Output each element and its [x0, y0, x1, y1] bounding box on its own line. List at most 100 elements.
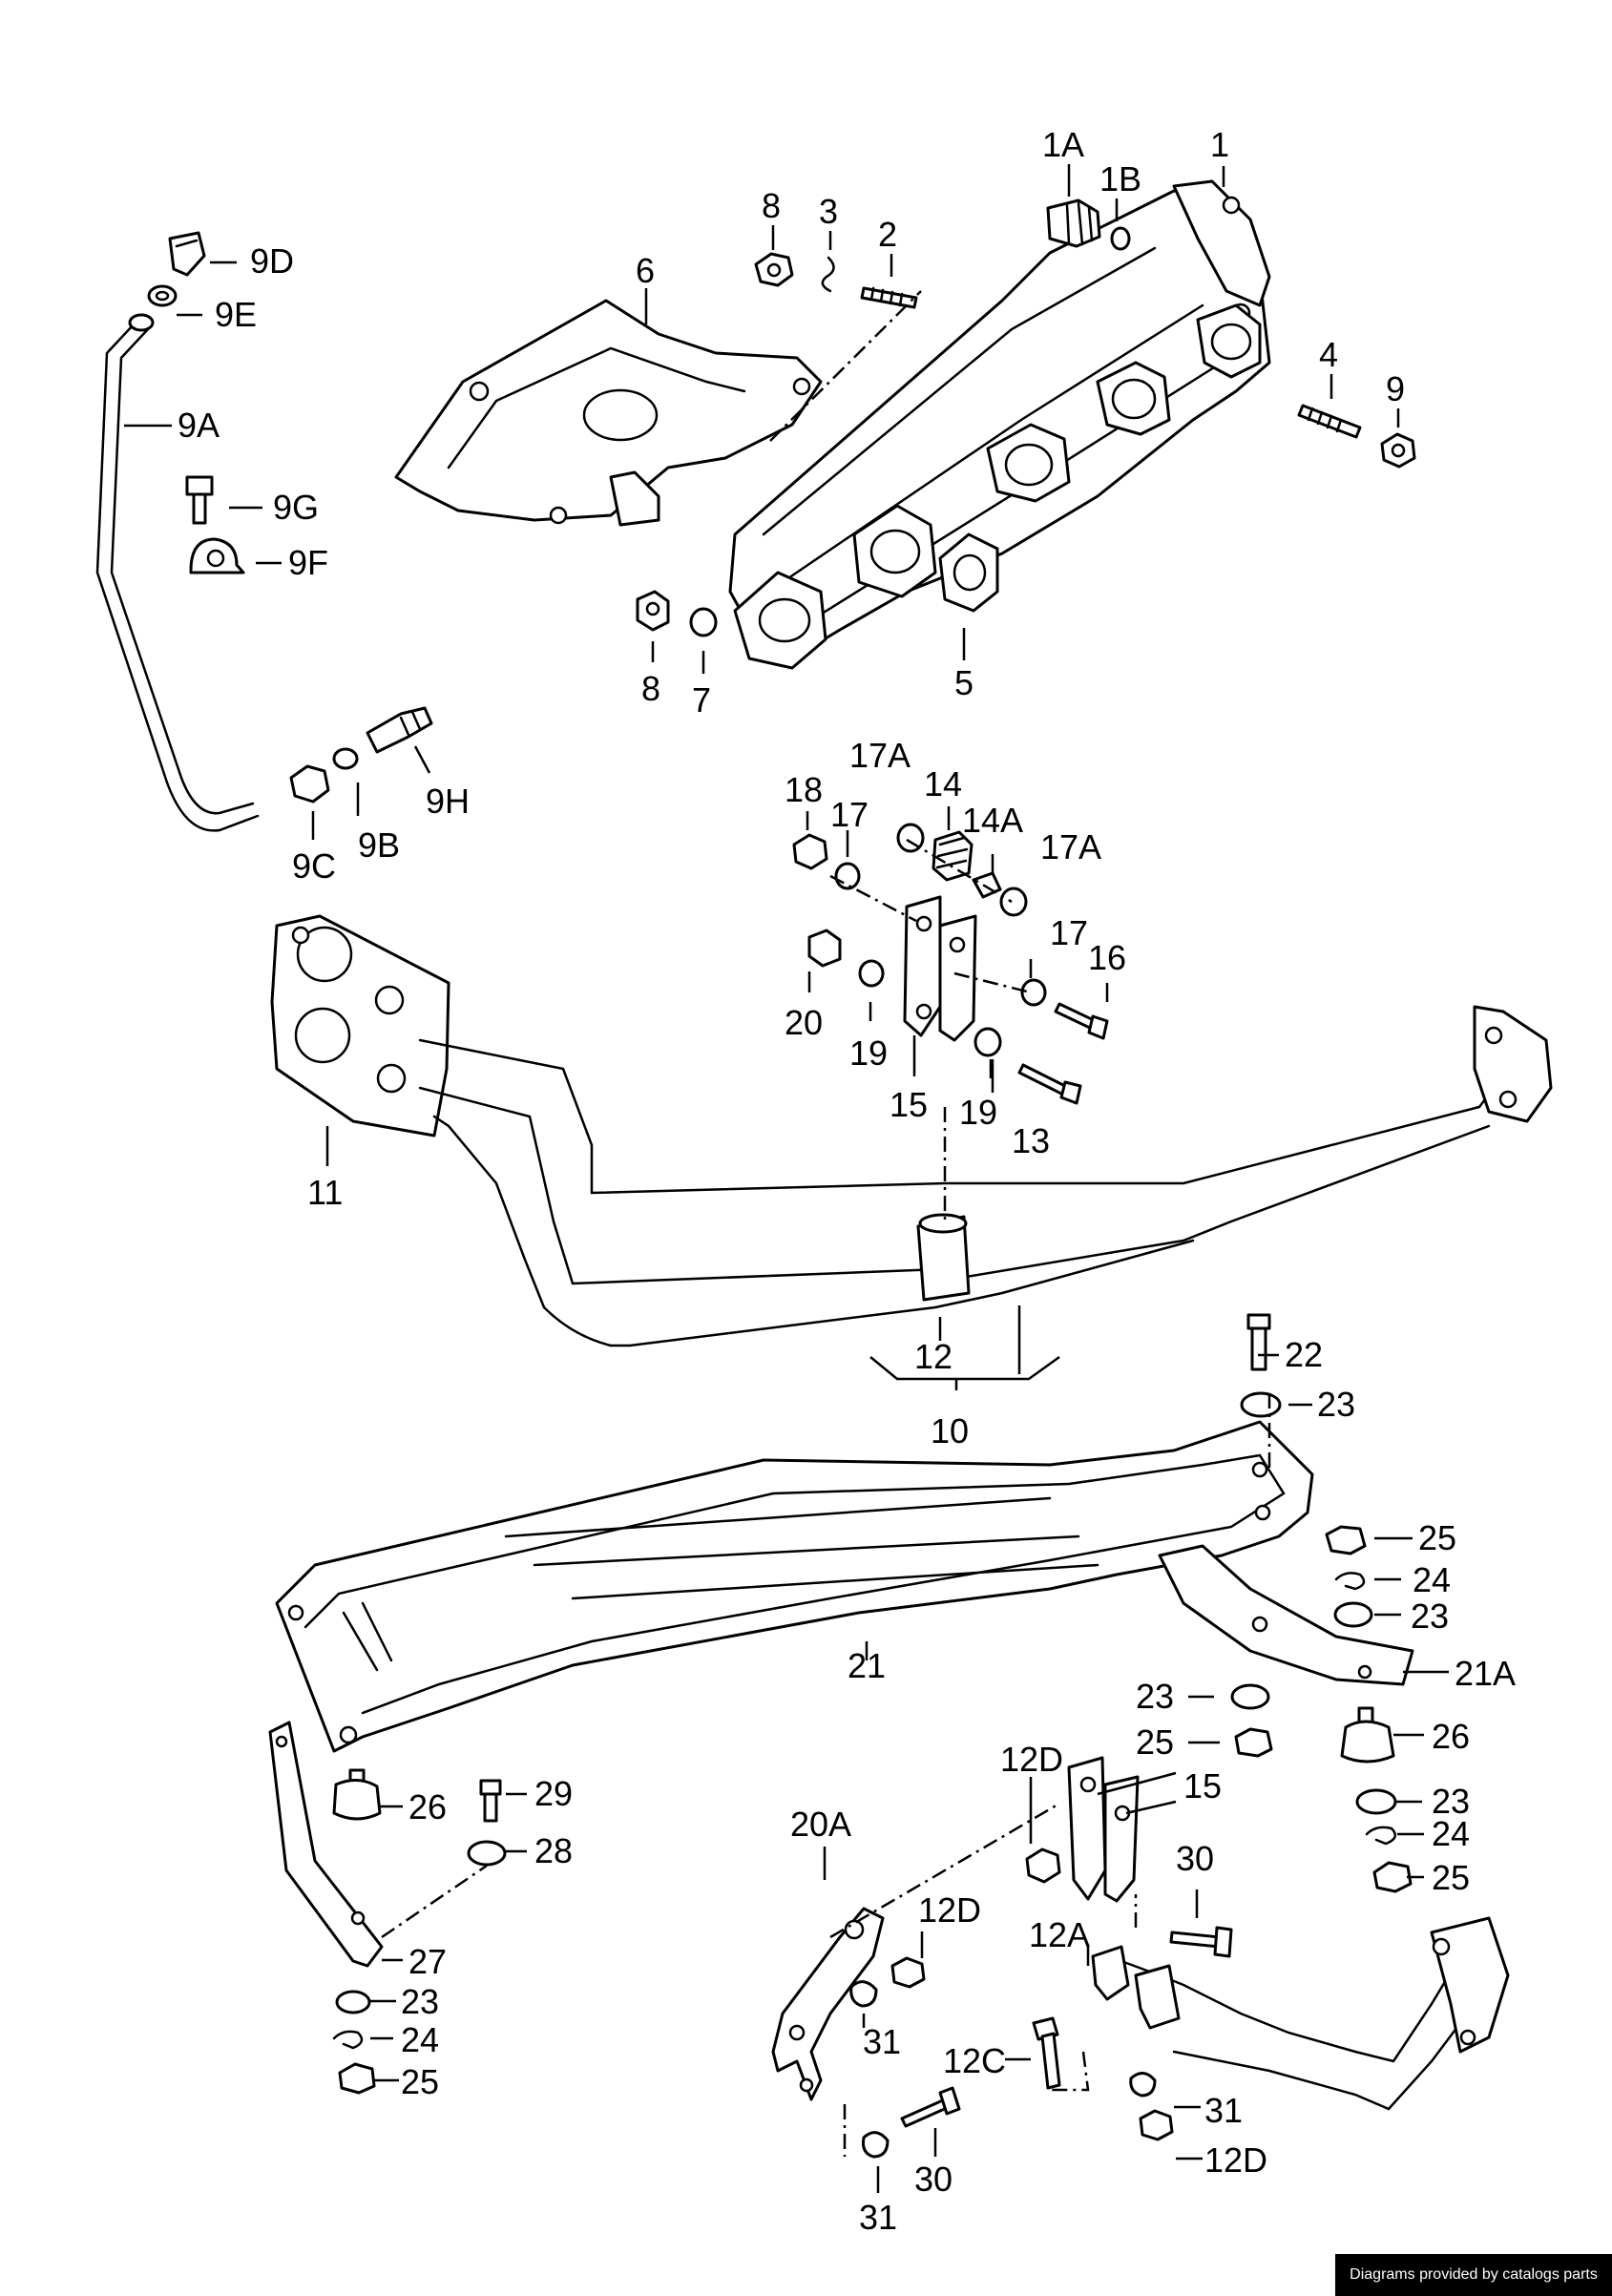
bracket-part-15-top	[903, 895, 977, 1042]
label-31-c: 31	[859, 2198, 897, 2237]
spring-washer-part-31-c	[862, 2131, 890, 2159]
label-22: 22	[1285, 1335, 1323, 1374]
label-19-right: 19	[959, 1093, 997, 1132]
nut-part-8-top	[754, 252, 794, 287]
intermediate-pipe-part-12A	[1091, 1916, 1510, 2111]
label-15-top: 15	[890, 1085, 928, 1124]
clip-part-9F	[189, 537, 245, 574]
diagram-credit-badge: Diagrams provided by catalogs parts	[1335, 2254, 1612, 2296]
label-27: 27	[408, 1942, 447, 1981]
clamp-part-9E	[147, 284, 178, 307]
bolt-part-9G	[185, 475, 214, 525]
clamp-part-12	[916, 1213, 971, 1302]
label-29: 29	[534, 1774, 573, 1813]
label-23-d: 23	[1432, 1782, 1470, 1821]
label-17-right: 17	[1050, 913, 1088, 952]
label-8-bottom: 8	[641, 669, 660, 708]
label-13: 13	[1012, 1121, 1050, 1160]
nut-part-20	[807, 929, 842, 968]
label-17A-left: 17A	[849, 736, 911, 775]
label-25-b: 25	[1136, 1722, 1174, 1762]
gasket-part-5	[938, 532, 999, 613]
washer-part-28	[467, 1840, 507, 1867]
label-23-c: 23	[1136, 1677, 1174, 1716]
label-12A: 12A	[1029, 1915, 1090, 1954]
label-30-right: 30	[1176, 1839, 1214, 1878]
rubber-mount-part-26-right	[1340, 1706, 1395, 1764]
label-12D-b: 12D	[918, 1890, 981, 1930]
bracket-part-15-bottom	[1067, 1756, 1140, 1903]
bolt-part-30-left	[900, 2086, 961, 2128]
label-3: 3	[819, 192, 838, 231]
label-1B: 1B	[1099, 159, 1141, 198]
stud-part-2	[860, 286, 918, 309]
label-9E: 9E	[215, 295, 257, 334]
pipe-part-9A	[95, 313, 260, 832]
nut-part-9C	[289, 764, 330, 804]
nut-part-25-a	[1325, 1525, 1367, 1555]
label-11: 11	[307, 1173, 343, 1212]
union-part-9H	[366, 706, 433, 754]
washer-part-1B	[1110, 226, 1131, 251]
label-1: 1	[1210, 125, 1229, 164]
rubber-mount-part-26-left	[332, 1768, 382, 1821]
label-12D-c: 12D	[1204, 2140, 1267, 2180]
washer-part-19-left	[858, 959, 885, 988]
bolt-part-13	[1017, 1063, 1082, 1105]
callout-labels: 1 1A 1B 2 3 4 5 6 7 8 8 9 9A 9B 9C 9D 9E…	[178, 125, 1516, 2237]
label-19-left: 19	[849, 1033, 888, 1073]
label-12C: 12C	[943, 2041, 1006, 2080]
label-9F: 9F	[288, 543, 328, 582]
heat-shield-part-21	[275, 1420, 1314, 1753]
washer-part-7	[689, 607, 718, 637]
label-9H: 9H	[426, 782, 470, 821]
label-12D-a: 12D	[1000, 1740, 1063, 1779]
label-4: 4	[1319, 335, 1338, 374]
washer-part-23-d	[1355, 1788, 1397, 1815]
nut-part-25-c	[1372, 1861, 1413, 1893]
label-8-top: 8	[762, 186, 781, 225]
exhaust-manifold-part-1	[728, 179, 1271, 670]
label-21: 21	[848, 1646, 886, 1685]
cap-part-9D	[168, 231, 206, 277]
label-18: 18	[785, 770, 823, 809]
label-28: 28	[534, 1831, 573, 1870]
spring-clip-part-3	[821, 256, 835, 293]
nut-part-8-bottom	[636, 590, 670, 632]
label-9: 9	[1386, 369, 1405, 408]
heat-shield-plate-part-6	[394, 299, 823, 527]
label-12: 12	[914, 1337, 953, 1376]
label-31-b: 31	[1204, 2091, 1243, 2130]
label-25-d: 25	[401, 2062, 439, 2101]
label-14: 14	[924, 764, 962, 804]
label-25-a: 25	[1418, 1518, 1456, 1557]
front-pipe-part-11	[270, 914, 1553, 1347]
label-9C: 9C	[292, 846, 336, 886]
washer-part-23-a	[1240, 1391, 1282, 1418]
nut-part-25-b	[1234, 1727, 1273, 1758]
spring-washer-part-31-a	[849, 1980, 878, 2008]
clip-part-24-b	[1365, 1826, 1397, 1846]
nut-part-12D-c	[1139, 2109, 1174, 2141]
label-16: 16	[1088, 938, 1126, 977]
washer-part-23-b	[1333, 1601, 1373, 1628]
bolt-part-29	[479, 1779, 502, 1823]
clip-part-24-a	[1334, 1572, 1366, 1591]
washer-part-23-c	[1230, 1683, 1270, 1710]
label-9B: 9B	[358, 825, 400, 865]
bracket-part-21A	[1158, 1544, 1414, 1686]
label-30-left: 30	[914, 2160, 953, 2199]
label-9D: 9D	[250, 241, 294, 281]
label-14A: 14A	[962, 801, 1023, 840]
label-10: 10	[931, 1411, 969, 1451]
bolt-part-30-right	[1169, 1926, 1233, 1958]
label-24-a: 24	[1413, 1560, 1451, 1599]
nut-part-25-d	[338, 2062, 376, 2095]
nut-part-12D-a	[1025, 1847, 1061, 1884]
label-24-b: 24	[1432, 1814, 1470, 1853]
label-20: 20	[785, 1003, 823, 1042]
label-23-e: 23	[401, 1982, 439, 2021]
bolt-part-16	[1054, 1002, 1109, 1040]
label-20A: 20A	[790, 1805, 851, 1844]
label-7: 7	[692, 680, 711, 720]
